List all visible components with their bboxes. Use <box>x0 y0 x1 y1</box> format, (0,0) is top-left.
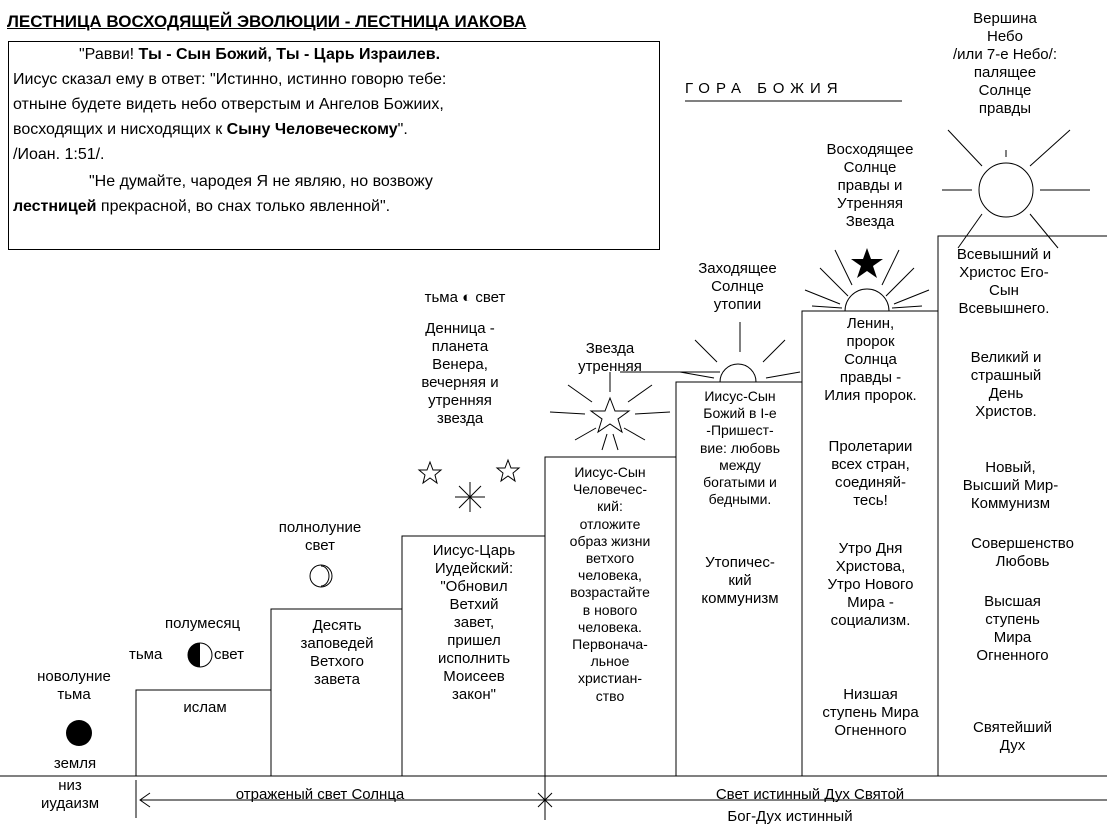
half-moon-label: полумесяц <box>164 615 241 632</box>
filled-star-icon <box>851 248 883 278</box>
dark-light-label: тьма ◐ свет <box>424 289 506 306</box>
quote-reference: /Иоан. 1:51/. <box>13 146 105 163</box>
light-label: свет <box>214 646 245 663</box>
step-lower-fire-world: Низшая ступень Мира Огненного <box>822 686 919 739</box>
cross-mark-b <box>537 792 553 808</box>
full-moon-crescent-icon <box>320 565 330 587</box>
step-islam: ислам <box>183 699 227 716</box>
quote-line-4-bold: Сыну Человеческому <box>226 121 398 138</box>
step-utopian-communism: Утопичес- кий коммунизм <box>701 554 779 607</box>
new-moon-label: новолуние тьма <box>37 668 111 703</box>
reflected-light-label: отраженый свет Солнца <box>235 786 405 803</box>
quote-box: "Равви! Ты - Сын Божий, Ты - Царь Израил… <box>8 41 660 250</box>
step-son-of-god: Иисус-Сын Божий в I-е -Пришест- вие: люб… <box>699 388 781 508</box>
quote-line-2: Иисус сказал ему в ответ: "Истинно, исти… <box>13 71 447 88</box>
quote-line-7-bold: лестницей <box>13 198 97 215</box>
venus-label: Денница - планета Венера, вечерняя и утр… <box>421 320 499 427</box>
quote-line-6: "Не думайте, чародея Я не являю, но возв… <box>89 173 433 190</box>
quote-line-1-bold: Ты - Сын Божий, Ты - Царь Израилев. <box>138 46 441 63</box>
step-communism: Новый, Высший Мир- Коммунизм <box>962 459 1059 512</box>
step-perfection-love: Совершенство Любовь <box>971 535 1074 570</box>
reflected-light-arrowhead <box>139 792 151 808</box>
step-son-of-man: Иисус-Сын Человечес- кий: отложите образ… <box>569 464 651 704</box>
rising-sun-label: Восходящее Солнце правды и Утренняя Звез… <box>826 141 914 230</box>
summit-label: Вершина Небо /или 7-е Небо/: палящее Сол… <box>953 10 1057 117</box>
quote-line-1: "Равви! Ты - Сын Божий, Ты - Царь Израил… <box>79 42 440 67</box>
quote-line-4-prefix: восходящих и нисходящих к <box>13 121 227 138</box>
judaism-label: низ иудаизм <box>40 777 100 812</box>
step-great-day: Великий и страшный День Христов. <box>970 349 1042 420</box>
step-ten-commandments: Десять заповедей Ветхого завета <box>300 617 374 688</box>
quote-line-7-suffix: прекрасной, во снах только явленной". <box>96 198 391 215</box>
setting-sun-label: Заходящее Солнце утопии <box>698 260 777 313</box>
step-holy-spirit: Святейший Дух <box>973 719 1052 754</box>
earth-label: земля <box>53 755 97 772</box>
morning-star-label: Звезда утренняя <box>578 340 642 375</box>
step-lenin: Ленин, пророк Солнца правды - Илия проро… <box>824 315 917 404</box>
step-most-high: Всевышний и Христос Его- Сын Всевышнего. <box>956 246 1052 317</box>
true-light-label: Свет истинный Дух Святой <box>715 786 905 803</box>
rising-sun-icon <box>804 249 930 312</box>
morning-star-icon <box>549 372 671 451</box>
full-moon-label: полнолуние свет <box>278 519 362 554</box>
quote-line-7: лестницей прекрасной, во снах только явл… <box>13 194 390 219</box>
step-proletarians: Пролетарии всех стран, соединяй- тесь! <box>828 438 913 509</box>
step-king-of-jews: Иисус-Царь Иудейский: "Обновил Ветхий за… <box>432 542 516 703</box>
asterisk-star-icon <box>455 482 485 512</box>
staircase-outline <box>135 235 1107 776</box>
step-higher-fire-world: Высшая ступень Мира Огненного <box>976 593 1049 664</box>
new-moon-icon <box>66 720 92 746</box>
star-left-icon <box>417 460 443 485</box>
half-moon-dark-icon <box>188 643 200 667</box>
dark-label: тьма <box>129 646 163 663</box>
step-socialism: Утро Дня Христова, Утро Нового Мира - со… <box>827 540 914 629</box>
setting-sun-icon <box>679 322 801 383</box>
gora-bozhiya-label: ГОРА БОЖИЯ <box>685 80 844 97</box>
quote-line-4: восходящих и нисходящих к Сыну Человечес… <box>13 117 408 142</box>
quote-line-1-prefix: "Равви! <box>79 46 139 63</box>
quote-line-3: отныне будете видеть небо отверстым и Ан… <box>13 96 444 113</box>
diagram-title: ЛЕСТНИЦА ВОСХОДЯЩЕЙ ЭВОЛЮЦИИ - ЛЕСТНИЦА … <box>7 12 527 31</box>
god-spirit-label: Бог-Дух истинный <box>727 808 853 825</box>
summit-sun-icon <box>942 129 1090 249</box>
star-right-icon <box>495 458 521 483</box>
quote-line-4-suffix: ". <box>397 121 408 138</box>
full-moon-icon <box>309 564 333 588</box>
